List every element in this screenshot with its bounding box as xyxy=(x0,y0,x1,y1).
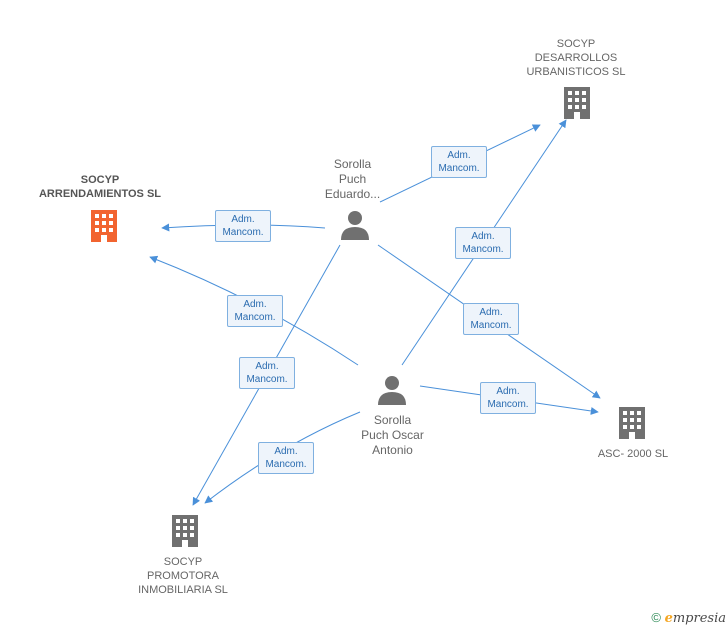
node-label-line: Sorolla xyxy=(373,413,412,427)
copyright-icon: © xyxy=(651,610,661,625)
relation-role: Adm. xyxy=(479,307,503,318)
relation-role: Adm. xyxy=(447,150,471,161)
node-label-line: INMOBILIARIA SL xyxy=(138,584,228,596)
building-icon[interactable] xyxy=(169,513,201,549)
node-label-line: Sorolla xyxy=(333,157,372,171)
brand-logo: empresia xyxy=(664,611,726,626)
node-label-line: Puch xyxy=(338,172,367,186)
node-label-line: DESARROLLOS xyxy=(534,52,618,64)
relation-type: Mancom. xyxy=(246,374,288,385)
node-label-line: Puch Oscar xyxy=(361,428,424,442)
node-label-line: SOCYP xyxy=(556,38,596,50)
node-sorolla-oscar-label[interactable]: Sorolla Puch Oscar Antonio xyxy=(345,413,440,458)
footer-brand[interactable]: © empresia xyxy=(651,610,726,626)
relation-role: Adm. xyxy=(274,446,298,457)
relation-role: Adm. xyxy=(231,214,255,225)
node-label-line: URBANISTICOS SL xyxy=(526,66,626,78)
building-icon[interactable] xyxy=(561,85,593,121)
node-label-line: Antonio xyxy=(372,443,413,457)
relation-role: Adm. xyxy=(496,386,520,397)
node-label-line: Eduardo... xyxy=(324,187,381,201)
node-socyp-promotora-label[interactable]: SOCYP PROMOTORA INMOBILIARIA SL xyxy=(123,555,243,597)
person-icon[interactable] xyxy=(376,374,408,406)
node-socyp-desarrollos-label[interactable]: SOCYP DESARROLLOS URBANISTICOS SL xyxy=(506,37,646,79)
node-label-line: SOCYP xyxy=(163,556,203,568)
node-label-line: ARRENDAMIENTOS SL xyxy=(38,188,162,200)
relation-type: Mancom. xyxy=(470,320,512,331)
relation-role: Adm. xyxy=(243,299,267,310)
relation-badge[interactable]: Adm. Mancom. xyxy=(463,303,519,335)
relation-role: Adm. xyxy=(255,361,279,372)
node-label-line: PROMOTORA xyxy=(147,570,219,582)
building-icon[interactable] xyxy=(616,405,648,441)
node-asc-2000-label[interactable]: ASC- 2000 SL xyxy=(578,447,688,461)
node-label-line: ASC- 2000 SL xyxy=(597,448,669,460)
relation-type: Mancom. xyxy=(234,312,276,323)
person-icon[interactable] xyxy=(339,209,371,241)
relation-type: Mancom. xyxy=(462,244,504,255)
node-sorolla-eduardo-label[interactable]: Sorolla Puch Eduardo... xyxy=(305,157,400,202)
relation-type: Mancom. xyxy=(265,459,307,470)
relation-type: Mancom. xyxy=(438,163,480,174)
node-socyp-arrendamientos-label[interactable]: SOCYP ARRENDAMIENTOS SL xyxy=(20,173,180,201)
relation-badge[interactable]: Adm. Mancom. xyxy=(215,210,271,242)
relation-badge[interactable]: Adm. Mancom. xyxy=(258,442,314,474)
relation-badge[interactable]: Adm. Mancom. xyxy=(239,357,295,389)
relation-badge[interactable]: Adm. Mancom. xyxy=(431,146,487,178)
relation-role: Adm. xyxy=(471,231,495,242)
relation-type: Mancom. xyxy=(487,399,529,410)
relation-badge[interactable]: Adm. Mancom. xyxy=(480,382,536,414)
relation-badge[interactable]: Adm. Mancom. xyxy=(227,295,283,327)
relation-badge[interactable]: Adm. Mancom. xyxy=(455,227,511,259)
building-icon[interactable] xyxy=(88,208,120,244)
node-label-line: SOCYP xyxy=(80,174,120,186)
relation-type: Mancom. xyxy=(222,227,264,238)
